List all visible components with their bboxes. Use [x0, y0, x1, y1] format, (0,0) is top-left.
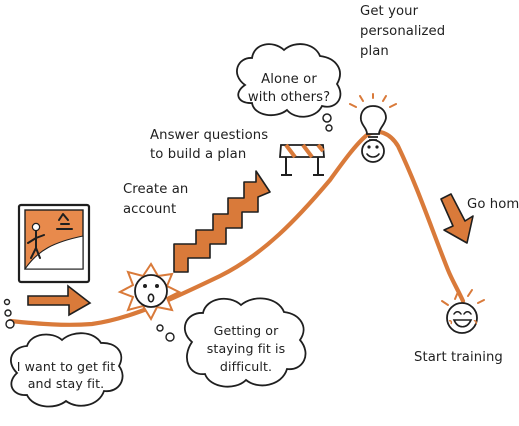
thought-bubble-getting-fit: Getting or staying fit is difficult.	[156, 297, 307, 388]
label-get-plan-line2: personalized	[360, 24, 445, 39]
down-arrow-icon	[440, 193, 474, 244]
smiling-face-icon	[361, 139, 385, 163]
label-answer-questions-line2: to build a plan	[150, 147, 246, 162]
label-create-account-line1: Create an	[123, 182, 188, 197]
bubble-getting-fit-line2: staying fit is	[207, 341, 285, 356]
surprised-face-starburst-icon	[117, 262, 182, 322]
happy-face-icon	[441, 289, 485, 334]
bubble-getting-fit-line1: Getting or	[214, 323, 279, 338]
label-go-home: Go home	[467, 197, 519, 212]
bubble-want-fit-line1: I want to get fit	[17, 359, 116, 374]
hurdle-barrier-icon	[279, 143, 325, 176]
thought-bubble-want-fit: I want to get fit and stay fit.	[3, 298, 124, 408]
label-get-plan-line1: Get your	[360, 4, 419, 19]
label-answer-questions-line1: Answer questions	[150, 128, 268, 143]
photo-frame-icon	[17, 203, 91, 284]
stairs-arrow-icon	[173, 170, 271, 273]
lightbulb-icon	[349, 93, 397, 141]
thought-bubble-alone: Alone or with others?	[236, 43, 342, 132]
bubble-want-fit-line2: and stay fit.	[28, 376, 105, 391]
right-arrow-icon	[27, 284, 92, 317]
label-get-plan-line3: plan	[360, 44, 389, 59]
label-create-account-line2: account	[123, 202, 176, 217]
bubble-alone-line2: with others?	[248, 90, 330, 105]
journey-path	[7, 129, 466, 327]
label-start-training: Start training	[414, 350, 503, 365]
bubble-getting-fit-line3: difficult.	[220, 359, 272, 374]
bubble-alone-line1: Alone or	[261, 72, 317, 87]
